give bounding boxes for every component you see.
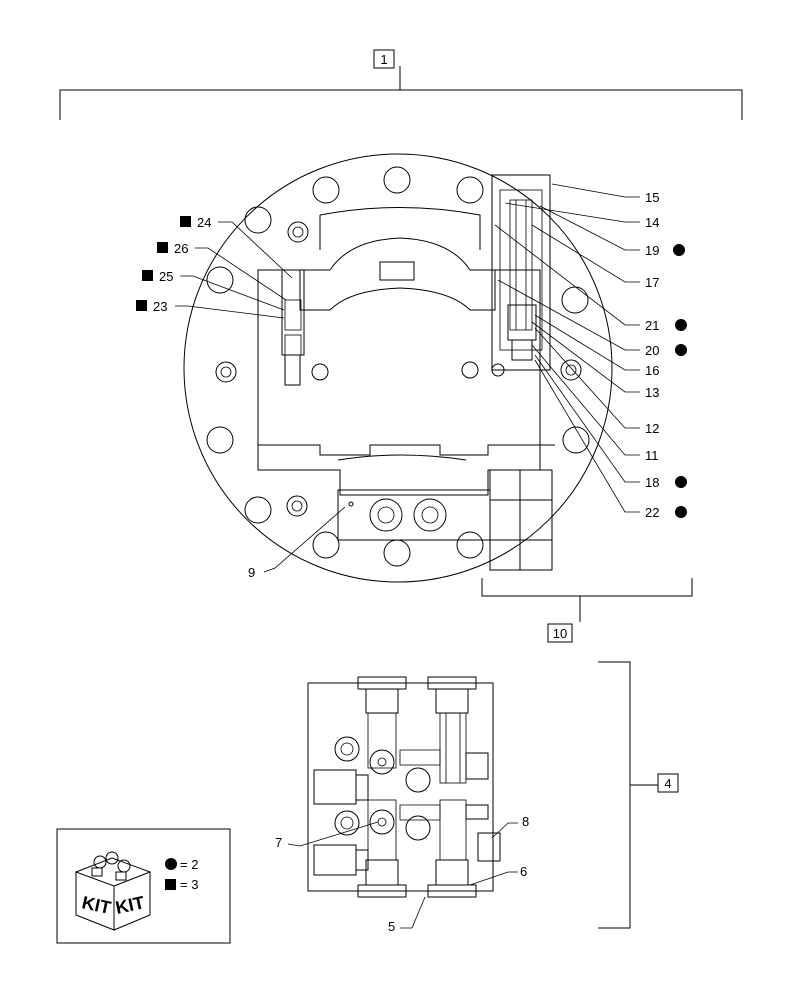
motor-housing xyxy=(183,153,613,583)
circle-marker-18 xyxy=(675,476,687,488)
callout-23: 23 xyxy=(153,299,167,314)
callout-box-1 xyxy=(373,49,395,69)
kit-legend-frame xyxy=(56,828,231,944)
square-legend-marker xyxy=(165,879,176,890)
callout-18: 18 xyxy=(645,475,659,490)
kit-box-icon: KIT KIT xyxy=(74,851,152,931)
callout-1: 1 xyxy=(380,52,387,67)
circle-marker-19 xyxy=(673,244,685,256)
square-marker-23 xyxy=(136,300,147,311)
leaders-top xyxy=(175,183,640,573)
callout-19: 19 xyxy=(645,243,659,258)
callout-16: 16 xyxy=(645,363,659,378)
callout-10: 10 xyxy=(553,626,567,641)
callout-11: 11 xyxy=(645,448,659,463)
square-marker-24 xyxy=(180,216,191,227)
leaders-bottom: 7 8 6 5 xyxy=(275,814,529,934)
kit-label-left: KIT xyxy=(80,892,113,918)
circle-legend-text: = 2 xyxy=(180,857,198,872)
kit-label-right: KIT xyxy=(114,892,147,918)
bracket-item-10: 10 xyxy=(481,578,693,643)
kit-legend: KIT KIT = 2 = 3 xyxy=(56,828,231,944)
callout-20: 20 xyxy=(645,343,659,358)
callouts-top: 15 14 19 17 21 20 16 13 12 11 18 22 24 2… xyxy=(136,190,687,580)
callout-8: 8 xyxy=(522,814,529,829)
callout-9: 9 xyxy=(248,565,255,580)
callout-5: 5 xyxy=(388,919,395,934)
callout-6: 6 xyxy=(520,864,527,879)
callout-4: 4 xyxy=(664,776,671,791)
circle-marker-20 xyxy=(675,344,687,356)
callout-13: 13 xyxy=(645,385,659,400)
square-legend-text: = 3 xyxy=(180,877,198,892)
callout-7: 7 xyxy=(275,835,282,850)
callout-25: 25 xyxy=(159,269,173,284)
callout-26: 26 xyxy=(174,241,188,256)
circle-marker-22 xyxy=(675,506,687,518)
square-marker-25 xyxy=(142,270,153,281)
callout-14: 14 xyxy=(645,215,659,230)
callout-17: 17 xyxy=(645,275,659,290)
valve-block-item-4 xyxy=(307,676,501,898)
circle-legend-marker xyxy=(165,858,177,870)
circle-marker-21 xyxy=(675,319,687,331)
bracket-item-1: 1 xyxy=(59,49,743,120)
square-marker-26 xyxy=(157,242,168,253)
callout-24: 24 xyxy=(197,215,211,230)
callout-12: 12 xyxy=(645,421,659,436)
callout-21: 21 xyxy=(645,318,659,333)
bracket-item-4: 4 xyxy=(598,661,679,929)
callout-22: 22 xyxy=(645,505,659,520)
callout-15: 15 xyxy=(645,190,659,205)
